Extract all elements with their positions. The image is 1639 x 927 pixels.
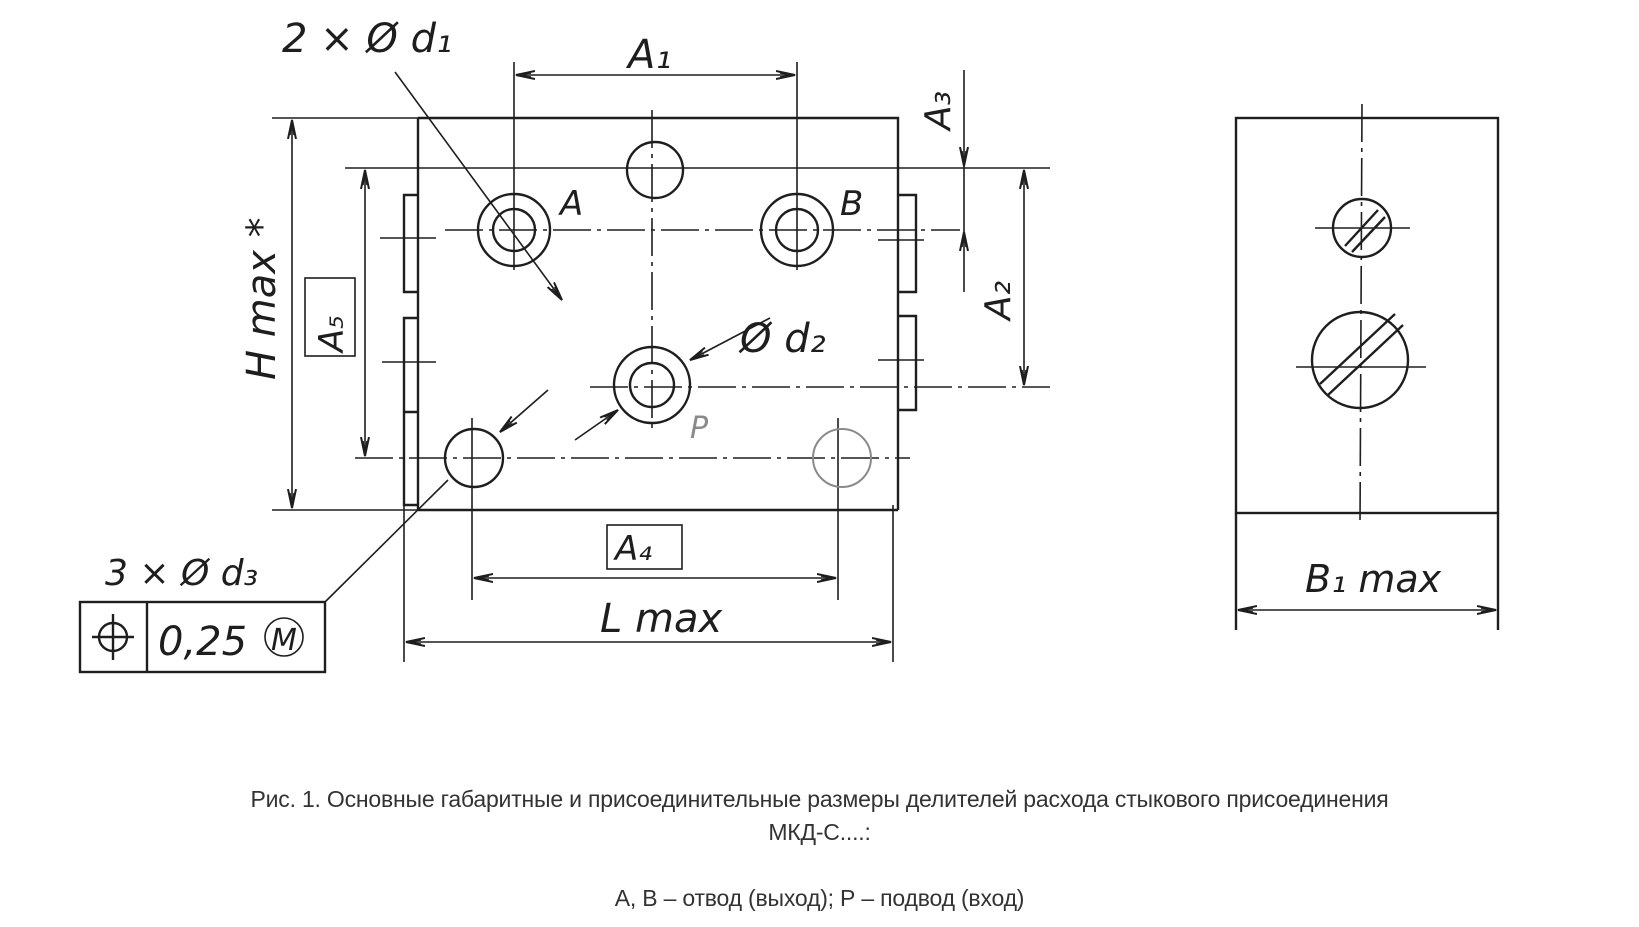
right-flange-upper xyxy=(898,193,918,294)
side-hole-large xyxy=(1296,310,1426,410)
max-material-icon xyxy=(264,617,304,657)
label-dim-l: L max xyxy=(600,596,722,642)
mount-hole-right xyxy=(812,428,872,488)
label-holes-d1: 2 × Ø d₁ xyxy=(282,16,452,62)
label-dim-h: H max * xyxy=(239,217,285,380)
port-a-hole xyxy=(476,192,552,268)
caption-line-2: МКД-С....: xyxy=(768,819,871,845)
tolerance-frame xyxy=(78,600,327,674)
label-dim-a1: A₁ xyxy=(625,32,671,78)
left-flange-upper xyxy=(402,193,418,294)
position-icon xyxy=(92,614,134,660)
side-hole-small xyxy=(1315,197,1410,259)
port-b-hole xyxy=(759,192,835,268)
label-port-a: A xyxy=(558,184,583,224)
side-view: B₁ max xyxy=(1234,103,1500,630)
caption-line-3: А, В – отвод (выход); Р – подвод (вход) xyxy=(614,885,1025,911)
body-outline xyxy=(416,116,900,512)
label-dim-a3: A₃ xyxy=(918,91,959,132)
label-hole-d2: Ø d₂ xyxy=(738,316,826,362)
label-dim-a5: A₅ xyxy=(312,315,352,354)
tolerance-modifier: M xyxy=(271,623,297,658)
front-view: 2 × Ø d₁ A₁ A B Ø d₂ P 3 × Ø d₃ A₄ L max… xyxy=(78,16,1050,674)
right-flange-lower xyxy=(898,314,918,412)
tolerance-value: 0,25 xyxy=(158,619,247,665)
label-dim-a4: A₄ xyxy=(613,529,652,569)
label-holes-d3: 3 × Ø d₃ xyxy=(105,553,258,594)
mount-hole-left xyxy=(443,427,505,489)
label-dim-a2: A₂ xyxy=(978,281,1019,322)
label-port-b: B xyxy=(840,184,863,224)
left-flange-lower xyxy=(402,316,418,507)
caption-line-1: Рис. 1. Основные габаритные и присоедини… xyxy=(250,786,1389,812)
technical-drawing: 2 × Ø d₁ A₁ A B Ø d₂ P 3 × Ø d₃ A₄ L max… xyxy=(78,16,1500,674)
label-dim-b1: B₁ max xyxy=(1305,557,1442,601)
label-port-p: P xyxy=(690,411,709,446)
port-p-hole xyxy=(612,345,692,425)
top-pin-hole xyxy=(625,140,685,200)
